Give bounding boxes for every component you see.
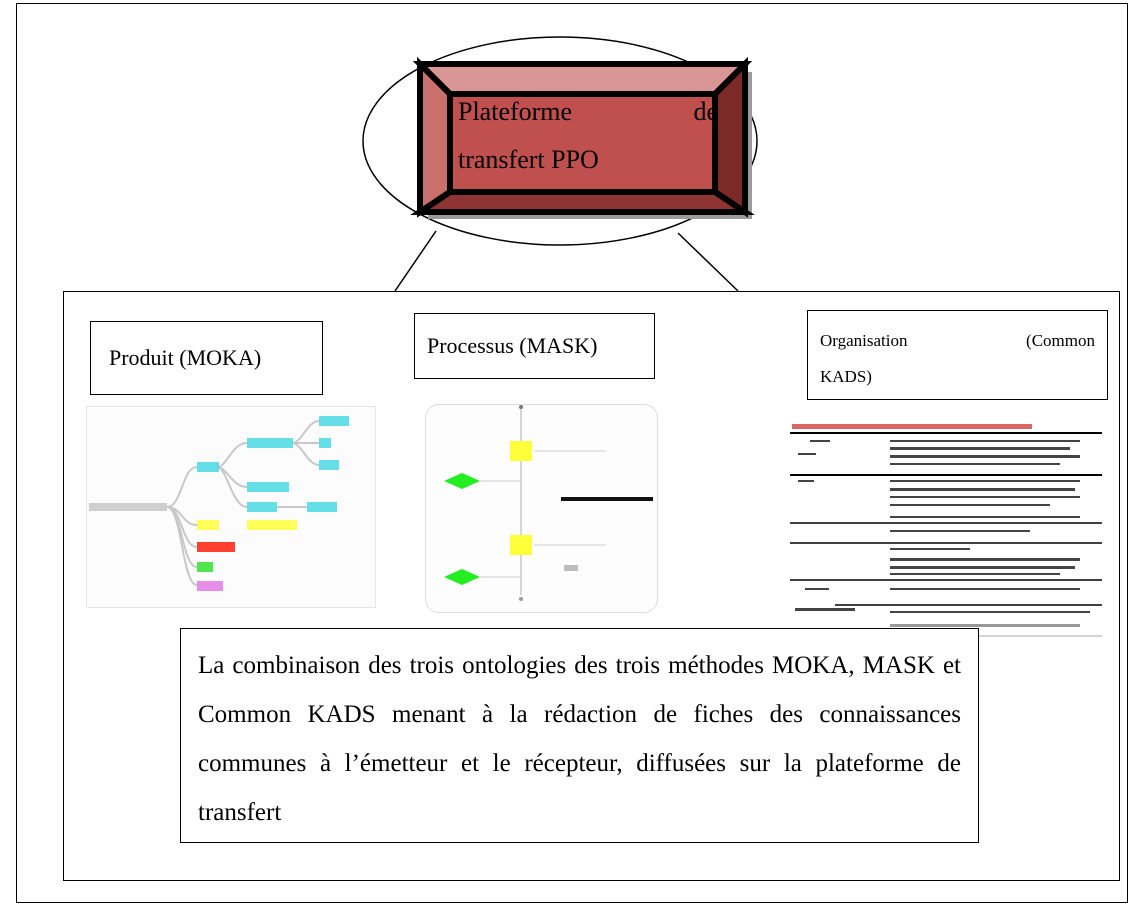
category-moka-box: Produit (MOKA) xyxy=(90,321,323,395)
category-mask-box: Processus (MASK) xyxy=(414,313,655,379)
root-title-line1: Plateforme de xyxy=(458,88,718,136)
moka-node xyxy=(197,562,213,572)
moka-node xyxy=(197,542,235,552)
moka-node xyxy=(197,581,223,591)
category-kads-word-1: Organisation xyxy=(820,331,908,350)
outer-frame xyxy=(16,3,1128,903)
moka-tree-thumbnail xyxy=(86,406,376,608)
category-mask-label: Processus (MASK) xyxy=(427,333,598,358)
kads-table-text xyxy=(795,440,1090,627)
moka-tree-links xyxy=(89,420,320,586)
moka-node xyxy=(197,520,219,530)
category-kads-line1: Organisation (Common xyxy=(820,323,1095,359)
mask-bar xyxy=(561,497,653,501)
moka-node xyxy=(307,502,337,512)
mask-activity-node xyxy=(510,441,532,461)
moka-node xyxy=(319,416,349,426)
category-kads-word-2: (Common xyxy=(1026,331,1095,350)
category-kads-box: Organisation (Common KADS) xyxy=(807,310,1108,400)
root-title-line2: transfert PPO xyxy=(458,145,599,174)
kads-table-thumbnail xyxy=(790,424,1102,637)
connector-left xyxy=(394,230,437,292)
summary-box: La combinaison des trois ontologies des … xyxy=(180,628,979,843)
moka-node xyxy=(319,438,331,448)
moka-root-node xyxy=(89,503,167,511)
category-moka-label: Produit (MOKA) xyxy=(109,345,262,370)
mask-activity-node xyxy=(510,535,532,555)
connector-right xyxy=(677,232,739,292)
summary-text: La combinaison des trois ontologies des … xyxy=(198,652,961,826)
moka-node xyxy=(247,438,293,448)
moka-node xyxy=(247,520,297,530)
mask-decision-diamond xyxy=(444,473,480,489)
methods-frame xyxy=(63,291,1120,881)
root-title-word-1: Plateforme xyxy=(458,97,573,126)
category-kads-line2: KADS) xyxy=(820,367,872,386)
moka-node xyxy=(247,502,277,512)
root-bevel-frame xyxy=(410,56,755,219)
root-title: Plateforme de transfert PPO xyxy=(458,88,718,188)
moka-node xyxy=(319,460,339,470)
kads-header-bar xyxy=(792,424,1032,429)
moka-node xyxy=(247,482,289,492)
moka-node xyxy=(197,462,219,472)
root-title-word-2: de xyxy=(693,97,718,126)
mask-label xyxy=(564,565,578,571)
mask-flowchart-thumbnail xyxy=(425,404,658,613)
root-ellipse xyxy=(362,36,758,246)
mask-decision-diamond xyxy=(444,569,480,585)
